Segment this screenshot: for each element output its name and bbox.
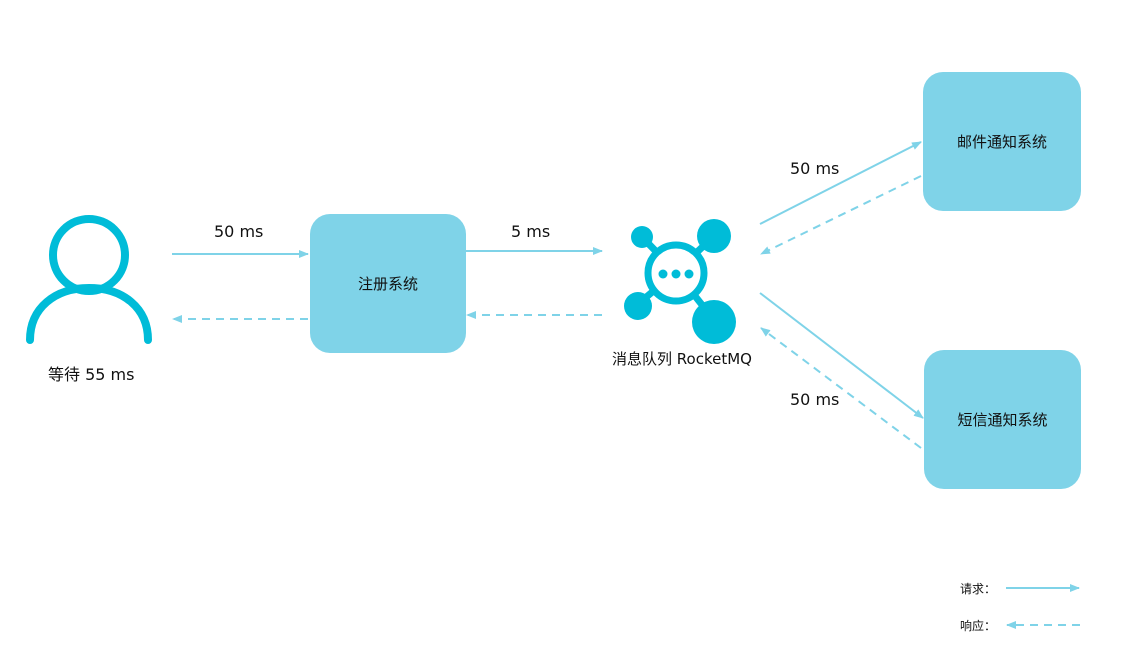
legend-response-label: 响应： [960,619,997,633]
legend-request-label: 请求： [960,582,997,596]
user-label: 等待 55 ms [48,365,135,384]
email-system-box: 邮件通知系统 [923,72,1081,211]
register-system-box: 注册系统 [310,214,466,353]
request-arrow-mq-sms [759,292,924,419]
message-queue-icon [624,219,736,344]
register-system-label: 注册系统 [357,275,418,293]
message-queue-label: 消息队列 RocketMQ [612,350,752,368]
email-system-label: 邮件通知系统 [956,133,1047,151]
edge-label-mq-sms: 50 ms [790,390,840,409]
sms-system-label: 短信通知系统 [957,411,1048,429]
user-icon [26,215,152,344]
edge-label-mq-email: 50 ms [790,159,840,178]
edge-label-register-mq: 5 ms [511,222,551,241]
sms-system-box: 短信通知系统 [924,350,1081,489]
edge-label-user-register: 50 ms [214,222,264,241]
response-arrow-email-mq [760,175,922,255]
response-arrow-sms-mq [760,327,922,449]
request-arrow-mq-email [759,141,922,225]
